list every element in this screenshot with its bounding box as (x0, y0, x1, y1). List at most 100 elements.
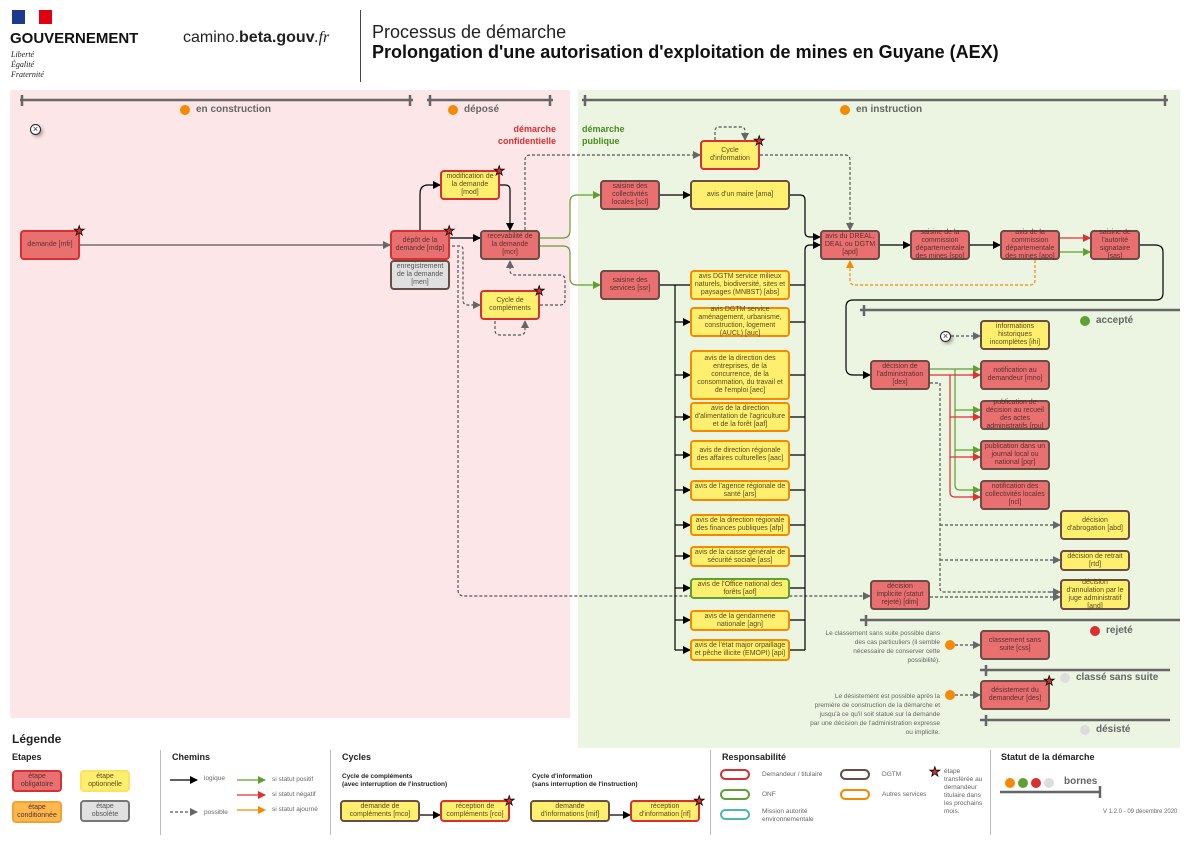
step-scl[interactable]: saisine des collectivités locales [scl] (600, 180, 660, 210)
note-des: Le désistement est possible après la pre… (810, 693, 940, 736)
site-a: camino. (183, 29, 240, 46)
step-mno[interactable]: notification au demandeur [mno] (980, 360, 1050, 390)
legend-label: étape obligatoire (20, 773, 54, 788)
step-aof[interactable]: avis de l'Office national des forêts [ao… (690, 578, 790, 599)
step-ars[interactable]: avis de l'agence régionale de santé [ars… (690, 480, 790, 501)
step-mdp[interactable]: dépôt de la demande [mdp]★ (390, 224, 455, 260)
step-label: Cycle de compléments (489, 297, 531, 312)
legend-optionnelle: étape optionnelle (80, 770, 130, 792)
step-pqr[interactable]: publication dans un journal local ou nat… (980, 440, 1050, 470)
phase-depose: déposé (448, 104, 499, 115)
orange-start-dot-icon (945, 690, 955, 700)
step-men[interactable]: enregistrement de la demande [men] (390, 260, 450, 290)
site-name: camino.beta.gouv.fr (183, 29, 329, 47)
step-apd[interactable]: avis du DREAL, DEAL ou DGTM [apd] (820, 230, 880, 260)
step-cycle-complements[interactable]: Cycle de compléments★ (480, 284, 545, 320)
step-mfr[interactable]: demande [mfr]★ (20, 224, 85, 260)
legend-cycles: Cycles (342, 752, 372, 762)
step-label: avis de la gendarmerie nationale [agn] (704, 612, 776, 628)
legend-divider (330, 750, 331, 835)
step-label: avis de direction régionale des affaires… (696, 447, 784, 462)
step-api[interactable]: avis de l'état major orpaillage et pêche… (690, 639, 790, 661)
step-abd[interactable]: décision d'abrogation [abd] (1060, 510, 1130, 540)
legend-obligatoire: étape obligatoire (12, 770, 62, 792)
legend-positif: si statut positif (272, 776, 314, 783)
marianne-logo (12, 10, 52, 24)
step-label: saisine de l'autorité signataire [sas] (1099, 229, 1131, 260)
legend-label: Cycle d'information (532, 773, 593, 780)
step-label: publication de décision au recueil des a… (986, 399, 1044, 430)
status-dot-icon (1060, 672, 1070, 683)
step-cycle-information[interactable]: Cycle d'information★ (700, 134, 765, 170)
step-css[interactable]: classement sans suite [css] (980, 630, 1050, 660)
step-spo[interactable]: saisine de la commission départementale … (910, 229, 970, 260)
star-icon: ★ (1043, 673, 1055, 688)
step-label: décision de retrait [rtd] (1067, 552, 1123, 568)
status-dot-icon (1080, 724, 1090, 735)
step-auc[interactable]: avis DGTM service aménagement, urbanisme… (690, 306, 790, 337)
step-ama[interactable]: avis d'un maire [ama] (690, 180, 790, 210)
step-label: décision d'abrogation [abd] (1067, 517, 1123, 532)
legend-bornes: bornes (1064, 776, 1098, 787)
step-rtd[interactable]: décision de retrait [rtd] (1060, 550, 1130, 571)
step-label: décision d'annulation par le juge admini… (1066, 578, 1124, 610)
legend-cif-title: Cycle d'information(sans interruption de… (532, 773, 638, 789)
status-dot-icon (1044, 778, 1054, 788)
legend-chemins: Chemins (172, 752, 211, 762)
legend-label: demande de compléments [mco] (349, 803, 411, 818)
step-ass[interactable]: avis de la caisse générale de sécurité s… (690, 546, 790, 567)
legend-ring-demandeur (720, 769, 750, 780)
step-label: informations historiques incomplètes [ih… (989, 323, 1041, 346)
star-icon: ★ (503, 793, 515, 808)
step-label: avis de la direction d'alimentation de l… (694, 405, 786, 428)
legend-conditionnee: étape conditionnée (12, 801, 62, 823)
legend-label: demande d'informations [mif] (540, 803, 600, 818)
legend-rco: réception de compléments [rco]★ (440, 794, 515, 822)
phase-instruction: en instruction (840, 104, 922, 115)
step-label: décision implicite (statut rejeté) [dim] (876, 583, 924, 606)
version: V 1.2.0 - 09 décembre 2020 (1103, 809, 1178, 815)
label-publique: démarche publique (582, 124, 625, 146)
star-icon: ★ (693, 793, 705, 808)
step-dex[interactable]: décision de l'administration [dex] (870, 360, 930, 390)
status-dot-icon (1018, 778, 1028, 788)
step-aec[interactable]: avis de la direction des entreprises, de… (690, 350, 790, 400)
step-abs[interactable]: avis DGTM service milieux naturels, biod… (690, 270, 790, 300)
legend-divider (160, 750, 161, 835)
step-mod[interactable]: modification de la demande [mod]★ (440, 164, 505, 200)
step-mcr[interactable]: recevabilité de la demande [mcr] (480, 230, 540, 260)
step-ssr[interactable]: saisine des services [ssr] (600, 270, 660, 300)
status-dot-icon (448, 104, 458, 115)
legend-ring-dgtm (840, 769, 870, 780)
status-dot-icon (1080, 315, 1090, 326)
motto-egalite: Égalité (11, 60, 35, 69)
step-label: saisine des collectivités locales [scl] (611, 183, 649, 206)
step-label: avis de l'état major orpaillage et pêche… (694, 642, 786, 657)
legend-star: étape transférée au demandeur titulaire … (944, 768, 983, 815)
phase-desiste: désisté (1080, 724, 1130, 735)
step-dim[interactable]: décision implicite (statut rejeté) [dim] (870, 580, 930, 610)
step-aaf[interactable]: avis de la direction d'alimentation de l… (690, 402, 790, 432)
status-dot-icon (1005, 778, 1015, 788)
legend-title: Légende (12, 732, 62, 746)
step-des[interactable]: désistement du demandeur [des]★ (980, 674, 1055, 710)
step-apo[interactable]: avis de la commission départementale des… (1000, 229, 1060, 260)
site-c: .fr (314, 29, 330, 46)
step-label: avis DGTM service aménagement, urbanisme… (698, 306, 782, 337)
step-rpu[interactable]: publication de décision au recueil des a… (980, 399, 1050, 430)
step-agn[interactable]: avis de la gendarmerie nationale [agn] (690, 610, 790, 631)
legend-resp: Responsabilité (722, 752, 787, 762)
step-and[interactable]: décision d'annulation par le juge admini… (1060, 579, 1130, 610)
legend-logique: logique (204, 775, 225, 782)
star-icon: ★ (443, 223, 455, 238)
legend-label: Cycle de compléments (342, 773, 413, 780)
step-sas[interactable]: saisine de l'autorité signataire [sas] (1090, 229, 1140, 260)
step-label: avis de la commission départementale des… (1005, 229, 1055, 260)
step-ncl[interactable]: notification des collectivités locales [… (980, 480, 1050, 510)
step-afp[interactable]: avis de la direction régionale des finan… (690, 514, 790, 536)
step-label: désistement du demandeur [des] (988, 687, 1042, 702)
step-ihi[interactable]: informations historiques incomplètes [ih… (980, 320, 1050, 350)
site-b: beta.gouv (239, 29, 315, 46)
step-label: avis de l'Office national des forêts [ao… (697, 580, 783, 596)
step-aac[interactable]: avis de direction régionale des affaires… (690, 440, 790, 470)
